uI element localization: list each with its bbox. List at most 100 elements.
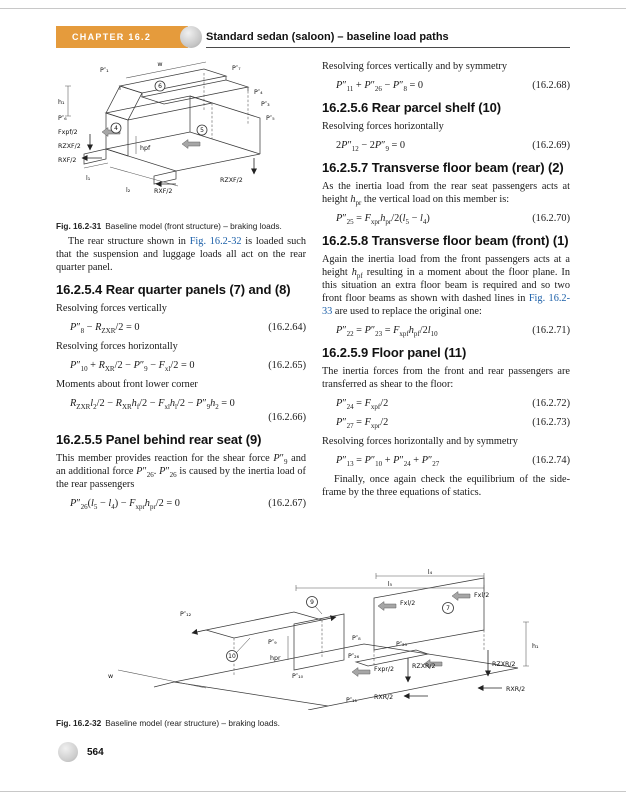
fig1-caption-label: Fig. 16.2-31 bbox=[56, 221, 102, 231]
fig2-caption-label: Fig. 16.2-32 bbox=[56, 718, 102, 728]
fig1-label-h1: h₁ bbox=[58, 99, 65, 106]
floor-panel-paragraph: The inertia forces from the front and re… bbox=[322, 366, 570, 390]
fig2-label-rxr-a: RXR/2 bbox=[374, 694, 393, 701]
equation-16-2-74: P″13 = P″10 + P″24 + P″27 (16.2.74) bbox=[322, 454, 570, 469]
equation-71-expression: P″22 = P″23 = Fxpfhpf/2l10 bbox=[336, 325, 438, 339]
resolve-vertical-line: Resolving forces vertically bbox=[56, 303, 167, 314]
fig-16-2-32-ref-link[interactable]: Fig. 16.2-32 bbox=[189, 236, 242, 247]
fig1-hidden-lines bbox=[203, 73, 249, 139]
front-floor-beam-paragraph-pre: Again the inertia load from the front pa… bbox=[322, 254, 571, 304]
page-title: Standard sedan (saloon) – baseline load … bbox=[206, 30, 449, 43]
fig1-callout-6: 6 bbox=[154, 80, 166, 92]
equation-66-number: (16.2.66) bbox=[268, 412, 306, 423]
fig1-label-p6: P″₆ bbox=[58, 115, 67, 122]
fig1-label-w: w bbox=[157, 61, 162, 68]
fig1-callout-5-number: 5 bbox=[200, 127, 204, 134]
fig2-label-p9: P″₉ bbox=[268, 639, 277, 646]
fig2-callout-10: 10 bbox=[226, 637, 251, 662]
page-title-wrap: Standard sedan (saloon) – baseline load … bbox=[206, 26, 570, 48]
fig2-label-hpr: hpr bbox=[270, 655, 281, 662]
panel-behind-seat-paragraph: This member provides reaction for the sh… bbox=[56, 453, 306, 490]
fig1-label-rxf-b: RXF/2 bbox=[154, 188, 172, 195]
equation-16-2-69: 2P″12 − 2P″9 = 0 (16.2.69) bbox=[322, 139, 570, 154]
equation-66-expression: RZXRl2/2 − RXRhf/2 − Fxlhl/2 − P″9h2 = 0 bbox=[70, 398, 235, 412]
equation-65-number: (16.2.65) bbox=[268, 360, 306, 371]
intro-paragraph-pre: The rear structure shown in bbox=[68, 236, 190, 247]
fig1-caption-text: Baseline model (front structure) – braki… bbox=[105, 221, 282, 231]
fig2-label-p25: P″₂₅ bbox=[396, 641, 408, 648]
equation-68-expression: P″11 + P″26 − P″8 = 0 bbox=[336, 80, 424, 94]
fig1-label-l1: l₁ bbox=[86, 175, 91, 182]
resolve-horizontal-symmetry-line: Resolving forces horizontally and by sym… bbox=[322, 436, 518, 447]
closing-paragraph: Finally, once again check the equilibriu… bbox=[322, 474, 570, 498]
top-page-rule bbox=[0, 8, 626, 9]
section-heading-16-2-5-8: 16.2.5.8 Transverse floor beam (front) (… bbox=[322, 233, 569, 248]
fig2-caption-text: Baseline model (rear structure) – brakin… bbox=[105, 718, 280, 728]
equation-16-2-68: P″11 + P″26 − P″8 = 0 (16.2.68) bbox=[322, 79, 570, 94]
equation-70-expression: P″25 = Fxprhpr/2(l5 − l4) bbox=[336, 213, 430, 227]
fig-16-2-31-diagram: 6 4 5 P″₁ w P″₇ P″₄ P″₃ P″₅ h₁ bbox=[58, 61, 275, 195]
resolve-horizontal-line-2: Resolving forces horizontally bbox=[322, 121, 444, 132]
fig2-label-l5: l₅ bbox=[388, 581, 393, 588]
equation-68-number: (16.2.68) bbox=[532, 80, 570, 91]
fig2-label-l4: l₄ bbox=[428, 569, 433, 576]
section-heading-16-2-5-4: 16.2.5.4 Rear quarter panels (7) and (8) bbox=[56, 282, 291, 297]
figure-16-2-32: 10 9 7 P″₁₂ P″₉ hpr P″₂₆ P″₁₀ P″₈ P″₂₅ P… bbox=[56, 566, 570, 728]
fig-16-2-32-diagram: 10 9 7 P″₁₂ P″₉ hpr P″₂₆ P″₁₀ P″₈ P″₂₅ P… bbox=[108, 569, 539, 711]
equation-16-2-71: P″22 = P″23 = Fxpfhpf/2l10 (16.2.71) bbox=[322, 324, 570, 339]
fig1-label-p7: P″₇ bbox=[232, 65, 241, 72]
equation-74-expression: P″13 = P″10 + P″24 + P″27 bbox=[336, 455, 440, 469]
equation-16-2-72: P″24 = Fxpf/2 (16.2.72) bbox=[322, 397, 570, 412]
fig2-label-p11: P″₁₁ bbox=[346, 697, 358, 704]
section-heading-16-2-5-6: 16.2.5.6 Rear parcel shelf (10) bbox=[322, 100, 502, 115]
fig1-load-arrows bbox=[101, 127, 201, 149]
fig2-hidden-lines bbox=[233, 620, 485, 676]
fig1-label-rxf-a: RXF/2 bbox=[58, 157, 76, 164]
equation-16-2-67: P″26(l5 − l4) − Fxprhpr/2 = 0 (16.2.67) bbox=[56, 497, 306, 511]
right-column: Resolving forces vertically and by symme… bbox=[322, 58, 570, 503]
fig1-dimension-lines bbox=[65, 61, 207, 187]
fig2-dimension-lines bbox=[117, 573, 529, 689]
equation-16-2-65: P″10 + RXR/2 − P″9 − Fxl/2 = 0 (16.2.65) bbox=[56, 359, 306, 374]
page-footer: 564 bbox=[58, 742, 104, 762]
fig1-callout-4-number: 4 bbox=[114, 125, 118, 132]
fig2-label-fxl-b: Fxl/2 bbox=[474, 592, 489, 599]
fig1-label-fxpf: Fxpf/2 bbox=[58, 129, 78, 136]
moments-line: Moments about front lower corner bbox=[56, 379, 198, 390]
chapter-label: CHAPTER 16.2 bbox=[72, 32, 152, 42]
front-floor-beam-paragraph: Again the inertia load from the front pa… bbox=[322, 253, 570, 318]
fig2-label-fxl-a: Fxl/2 bbox=[400, 600, 415, 607]
section-heading-16-2-5-9: 16.2.5.9 Floor panel (11) bbox=[322, 345, 467, 360]
intro-paragraph: The rear structure shown in Fig. 16.2-32… bbox=[56, 235, 306, 274]
fig1-labels: P″₁ w P″₇ P″₄ P″₃ P″₅ h₁ P″₆ Fxpf/2 RZXF… bbox=[58, 61, 275, 195]
chapter-ornament-circle bbox=[180, 26, 202, 48]
equation-16-2-70: P″25 = Fxprhpr/2(l5 − l4) (16.2.70) bbox=[322, 212, 570, 227]
fig2-label-p26: P″₂₆ bbox=[348, 653, 360, 660]
fig1-label-rzxf-a: RZXF/2 bbox=[58, 143, 81, 150]
section-heading-16-2-5-5: 16.2.5.5 Panel behind rear seat (9) bbox=[56, 432, 262, 447]
fig2-callout-9-number: 9 bbox=[310, 599, 314, 606]
fig1-label-p5: P″₅ bbox=[266, 115, 275, 122]
fig2-callout-7: 7 bbox=[442, 602, 454, 614]
equation-69-expression: 2P″12 − 2P″9 = 0 bbox=[336, 140, 406, 154]
equation-72-expression: P″24 = Fxpf/2 bbox=[336, 398, 389, 412]
fig2-label-h1: h₁ bbox=[532, 643, 539, 650]
resolve-vertical-symmetry-line: Resolving forces vertically and by symme… bbox=[322, 61, 508, 72]
equation-67-number: (16.2.67) bbox=[268, 498, 306, 509]
equation-73-number: (16.2.73) bbox=[532, 417, 570, 428]
equation-16-2-66: RZXRl2/2 − RXRhf/2 − Fxlhl/2 − P″9h2 = 0… bbox=[56, 397, 306, 424]
rear-floor-beam-paragraph: As the inertia load from the rear seat p… bbox=[322, 181, 570, 208]
figure-16-2-31: 6 4 5 P″₁ w P″₇ P″₄ P″₃ P″₅ h₁ bbox=[56, 58, 306, 233]
footer-ornament-circle bbox=[58, 742, 78, 762]
chapter-header: CHAPTER 16.2 Standard sedan (saloon) – b… bbox=[56, 26, 570, 48]
equation-70-number: (16.2.70) bbox=[532, 213, 570, 224]
fig2-load-arrows bbox=[351, 591, 471, 677]
fig-16-2-33-ref-link[interactable]: Fig. 16.2-33 bbox=[322, 293, 570, 317]
fig1-label-hpf: hpf bbox=[140, 145, 151, 152]
fig2-callout-7-number: 7 bbox=[446, 605, 450, 612]
intro-paragraph-post: is loaded such that the suspension and l… bbox=[56, 236, 306, 273]
equation-65-expression: P″10 + RXR/2 − P″9 − Fxl/2 = 0 bbox=[70, 360, 195, 374]
fig2-callout-10-number: 10 bbox=[228, 653, 236, 660]
